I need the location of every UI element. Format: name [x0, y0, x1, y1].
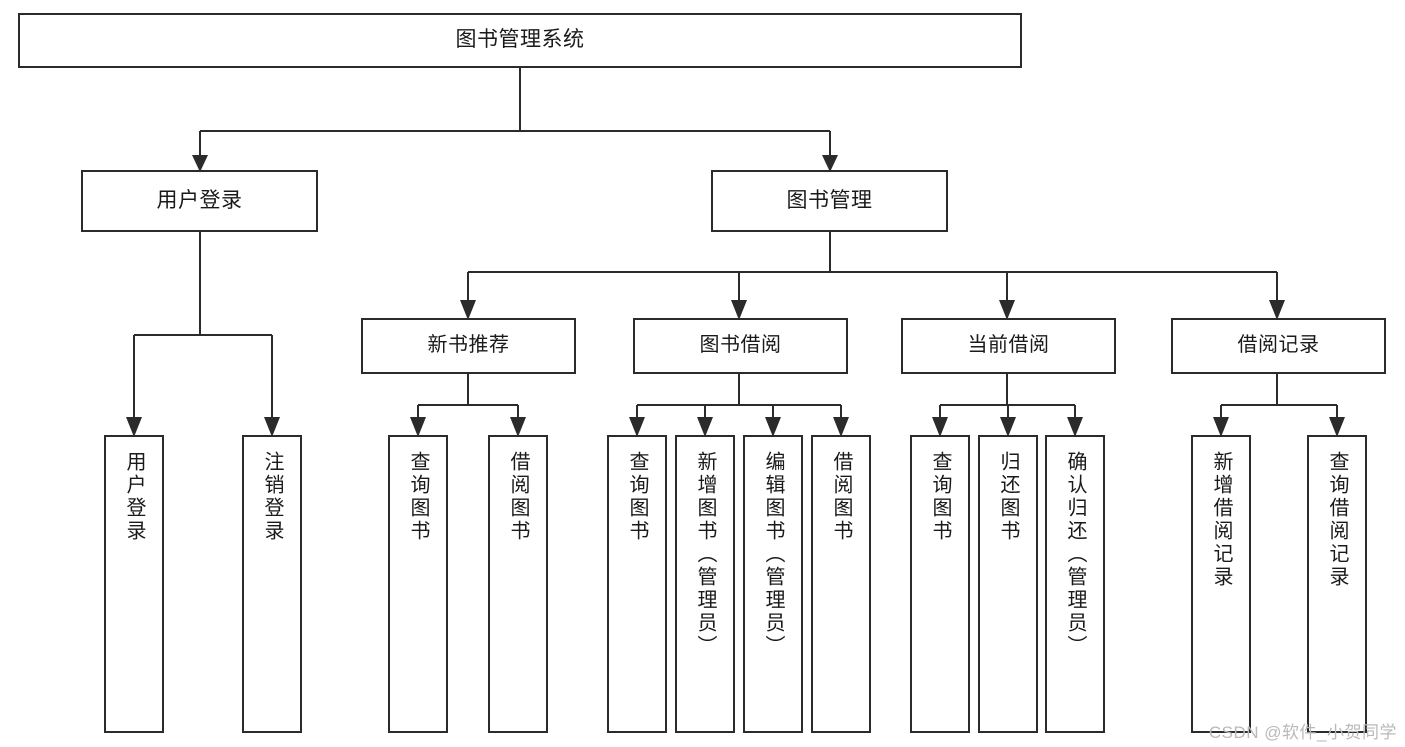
leaf-confirm-return-label: 确认归还（管理员） [1064, 451, 1086, 658]
leaf-add-record-label: 新增借阅记录 [1210, 451, 1232, 589]
node-current-borrow[interactable]: 当前借阅 [901, 318, 1116, 374]
node-new-book-recommend-label: 新书推荐 [427, 334, 510, 357]
leaf-user-login[interactable]: 用户登录 [104, 435, 164, 733]
arrow-book-borrow-c4 [833, 417, 849, 437]
arrow-user-login-c1 [126, 417, 142, 437]
leaf-query-record-label: 查询借阅记录 [1326, 451, 1348, 589]
arrow-to-book-borrow [731, 300, 747, 320]
leaf-return-book[interactable]: 归还图书 [978, 435, 1038, 733]
leaf-add-book[interactable]: 新增图书（管理员） [675, 435, 735, 733]
node-borrow-record[interactable]: 借阅记录 [1171, 318, 1386, 374]
arrow-borrow-record-c2 [1329, 417, 1345, 437]
node-user-login[interactable]: 用户登录 [81, 170, 318, 232]
arrow-to-current-borrow [999, 300, 1015, 320]
node-book-borrow[interactable]: 图书借阅 [633, 318, 848, 374]
node-book-management[interactable]: 图书管理 [711, 170, 948, 232]
arrow-user-login-c2 [264, 417, 280, 437]
arrow-new-book-c2 [510, 417, 526, 437]
arrow-new-book-c1 [410, 417, 426, 437]
leaf-user-logout-label: 注销登录 [261, 451, 283, 543]
leaf-add-record[interactable]: 新增借阅记录 [1191, 435, 1251, 733]
node-user-login-label: 用户登录 [156, 188, 243, 212]
node-new-book-recommend[interactable]: 新书推荐 [361, 318, 576, 374]
node-current-borrow-label: 当前借阅 [967, 334, 1050, 357]
leaf-edit-book[interactable]: 编辑图书（管理员） [743, 435, 803, 733]
node-root[interactable]: 图书管理系统 [18, 13, 1022, 68]
arrow-book-borrow-c2 [697, 417, 713, 437]
node-book-borrow-label: 图书借阅 [699, 334, 782, 357]
leaf-query-book-1-label: 查询图书 [407, 451, 429, 543]
leaf-query-book-2-label: 查询图书 [626, 451, 648, 543]
leaf-borrow-book-2-label: 借阅图书 [830, 451, 852, 543]
leaf-borrow-book-1-label: 借阅图书 [507, 451, 529, 543]
leaf-user-login-label: 用户登录 [123, 451, 145, 543]
leaf-query-book-3[interactable]: 查询图书 [910, 435, 970, 733]
arrow-book-borrow-c1 [629, 417, 645, 437]
arrow-borrow-record-c1 [1213, 417, 1229, 437]
arrow-to-borrow-record [1269, 300, 1285, 320]
leaf-edit-book-label: 编辑图书（管理员） [762, 451, 784, 658]
leaf-add-book-label: 新增图书（管理员） [694, 451, 716, 658]
arrow-current-borrow-c3 [1067, 417, 1083, 437]
leaf-return-book-label: 归还图书 [997, 451, 1019, 543]
leaf-borrow-book-1[interactable]: 借阅图书 [488, 435, 548, 733]
leaf-user-logout[interactable]: 注销登录 [242, 435, 302, 733]
leaf-borrow-book-2[interactable]: 借阅图书 [811, 435, 871, 733]
node-book-management-label: 图书管理 [786, 188, 873, 212]
arrow-book-borrow-c3 [765, 417, 781, 437]
node-root-label: 图书管理系统 [455, 28, 585, 52]
leaf-query-book-2[interactable]: 查询图书 [607, 435, 667, 733]
node-borrow-record-label: 借阅记录 [1237, 334, 1320, 357]
leaf-query-record[interactable]: 查询借阅记录 [1307, 435, 1367, 733]
leaf-confirm-return[interactable]: 确认归还（管理员） [1045, 435, 1105, 733]
arrow-current-borrow-c2 [1000, 417, 1016, 437]
leaf-query-book-3-label: 查询图书 [929, 451, 951, 543]
leaf-query-book-1[interactable]: 查询图书 [388, 435, 448, 733]
arrow-current-borrow-c1 [932, 417, 948, 437]
watermark: CSDN @软件_小贺同学 [1208, 723, 1397, 742]
arrow-to-new-book [460, 300, 476, 320]
